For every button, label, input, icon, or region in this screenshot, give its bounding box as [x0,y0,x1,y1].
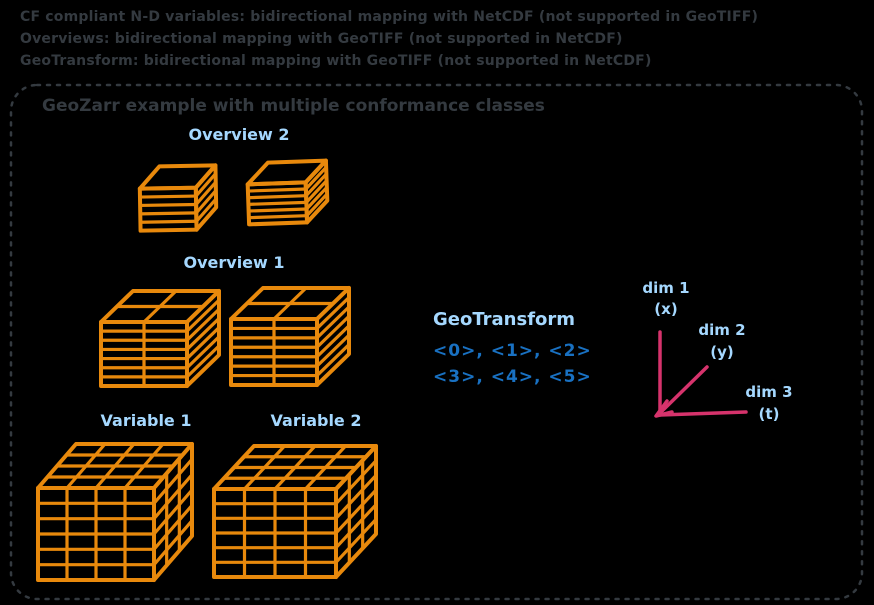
overview2-stack-2 [245,158,330,227]
variable1-label: Variable 1 [100,411,192,430]
overview1-cube-2 [229,286,351,387]
note-cf-variables: CF compliant N-D variables: bidirectiona… [20,9,759,25]
dim3-label: dim 3 [745,383,793,401]
axes-arrowhead [654,399,674,418]
dim2-label: dim 2 [698,321,746,339]
geotransform-title: GeoTransform [433,309,576,330]
overview2-label: Overview 2 [188,125,290,144]
frame-title: GeoZarr example with multiple conformanc… [42,96,545,116]
dim3-sub: (t) [758,405,780,423]
variable2-cube [212,444,378,579]
note-geotransform: GeoTransform: bidirectional mapping with… [20,53,652,69]
overview2-stack-1 [137,163,219,233]
dim1-sub: (x) [654,300,678,318]
note-overviews: Overviews: bidirectional mapping with Ge… [20,31,623,47]
overview1-cube-1 [99,289,221,388]
dim2-sub: (y) [710,343,734,361]
conformance-frame-border [9,83,864,601]
overview1-label: Overview 1 [183,253,285,272]
geotransform-row-2: <3>, <4>, <5> [433,367,592,387]
variable1-cube [36,442,194,582]
dim1-label: dim 1 [642,279,690,297]
geotransform-row-1: <0>, <1>, <2> [433,341,592,361]
variable2-label: Variable 2 [270,411,362,430]
dimension-axes-arrows [654,330,748,418]
